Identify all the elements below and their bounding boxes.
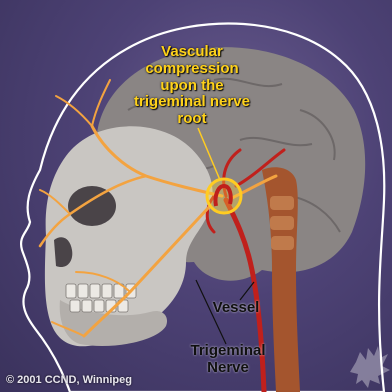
- eye-socket: [68, 186, 116, 226]
- vessel-caption: Vessel: [206, 300, 266, 317]
- trigeminal-nerve-caption: Trigeminal Nerve: [178, 343, 278, 377]
- compression-caption: Vascular compression upon the trigeminal…: [92, 44, 292, 128]
- pointer-vessel: [240, 282, 254, 300]
- copyright-text: © 2001 CCND, Winnipeg: [6, 374, 206, 386]
- vertebrae: [270, 196, 294, 250]
